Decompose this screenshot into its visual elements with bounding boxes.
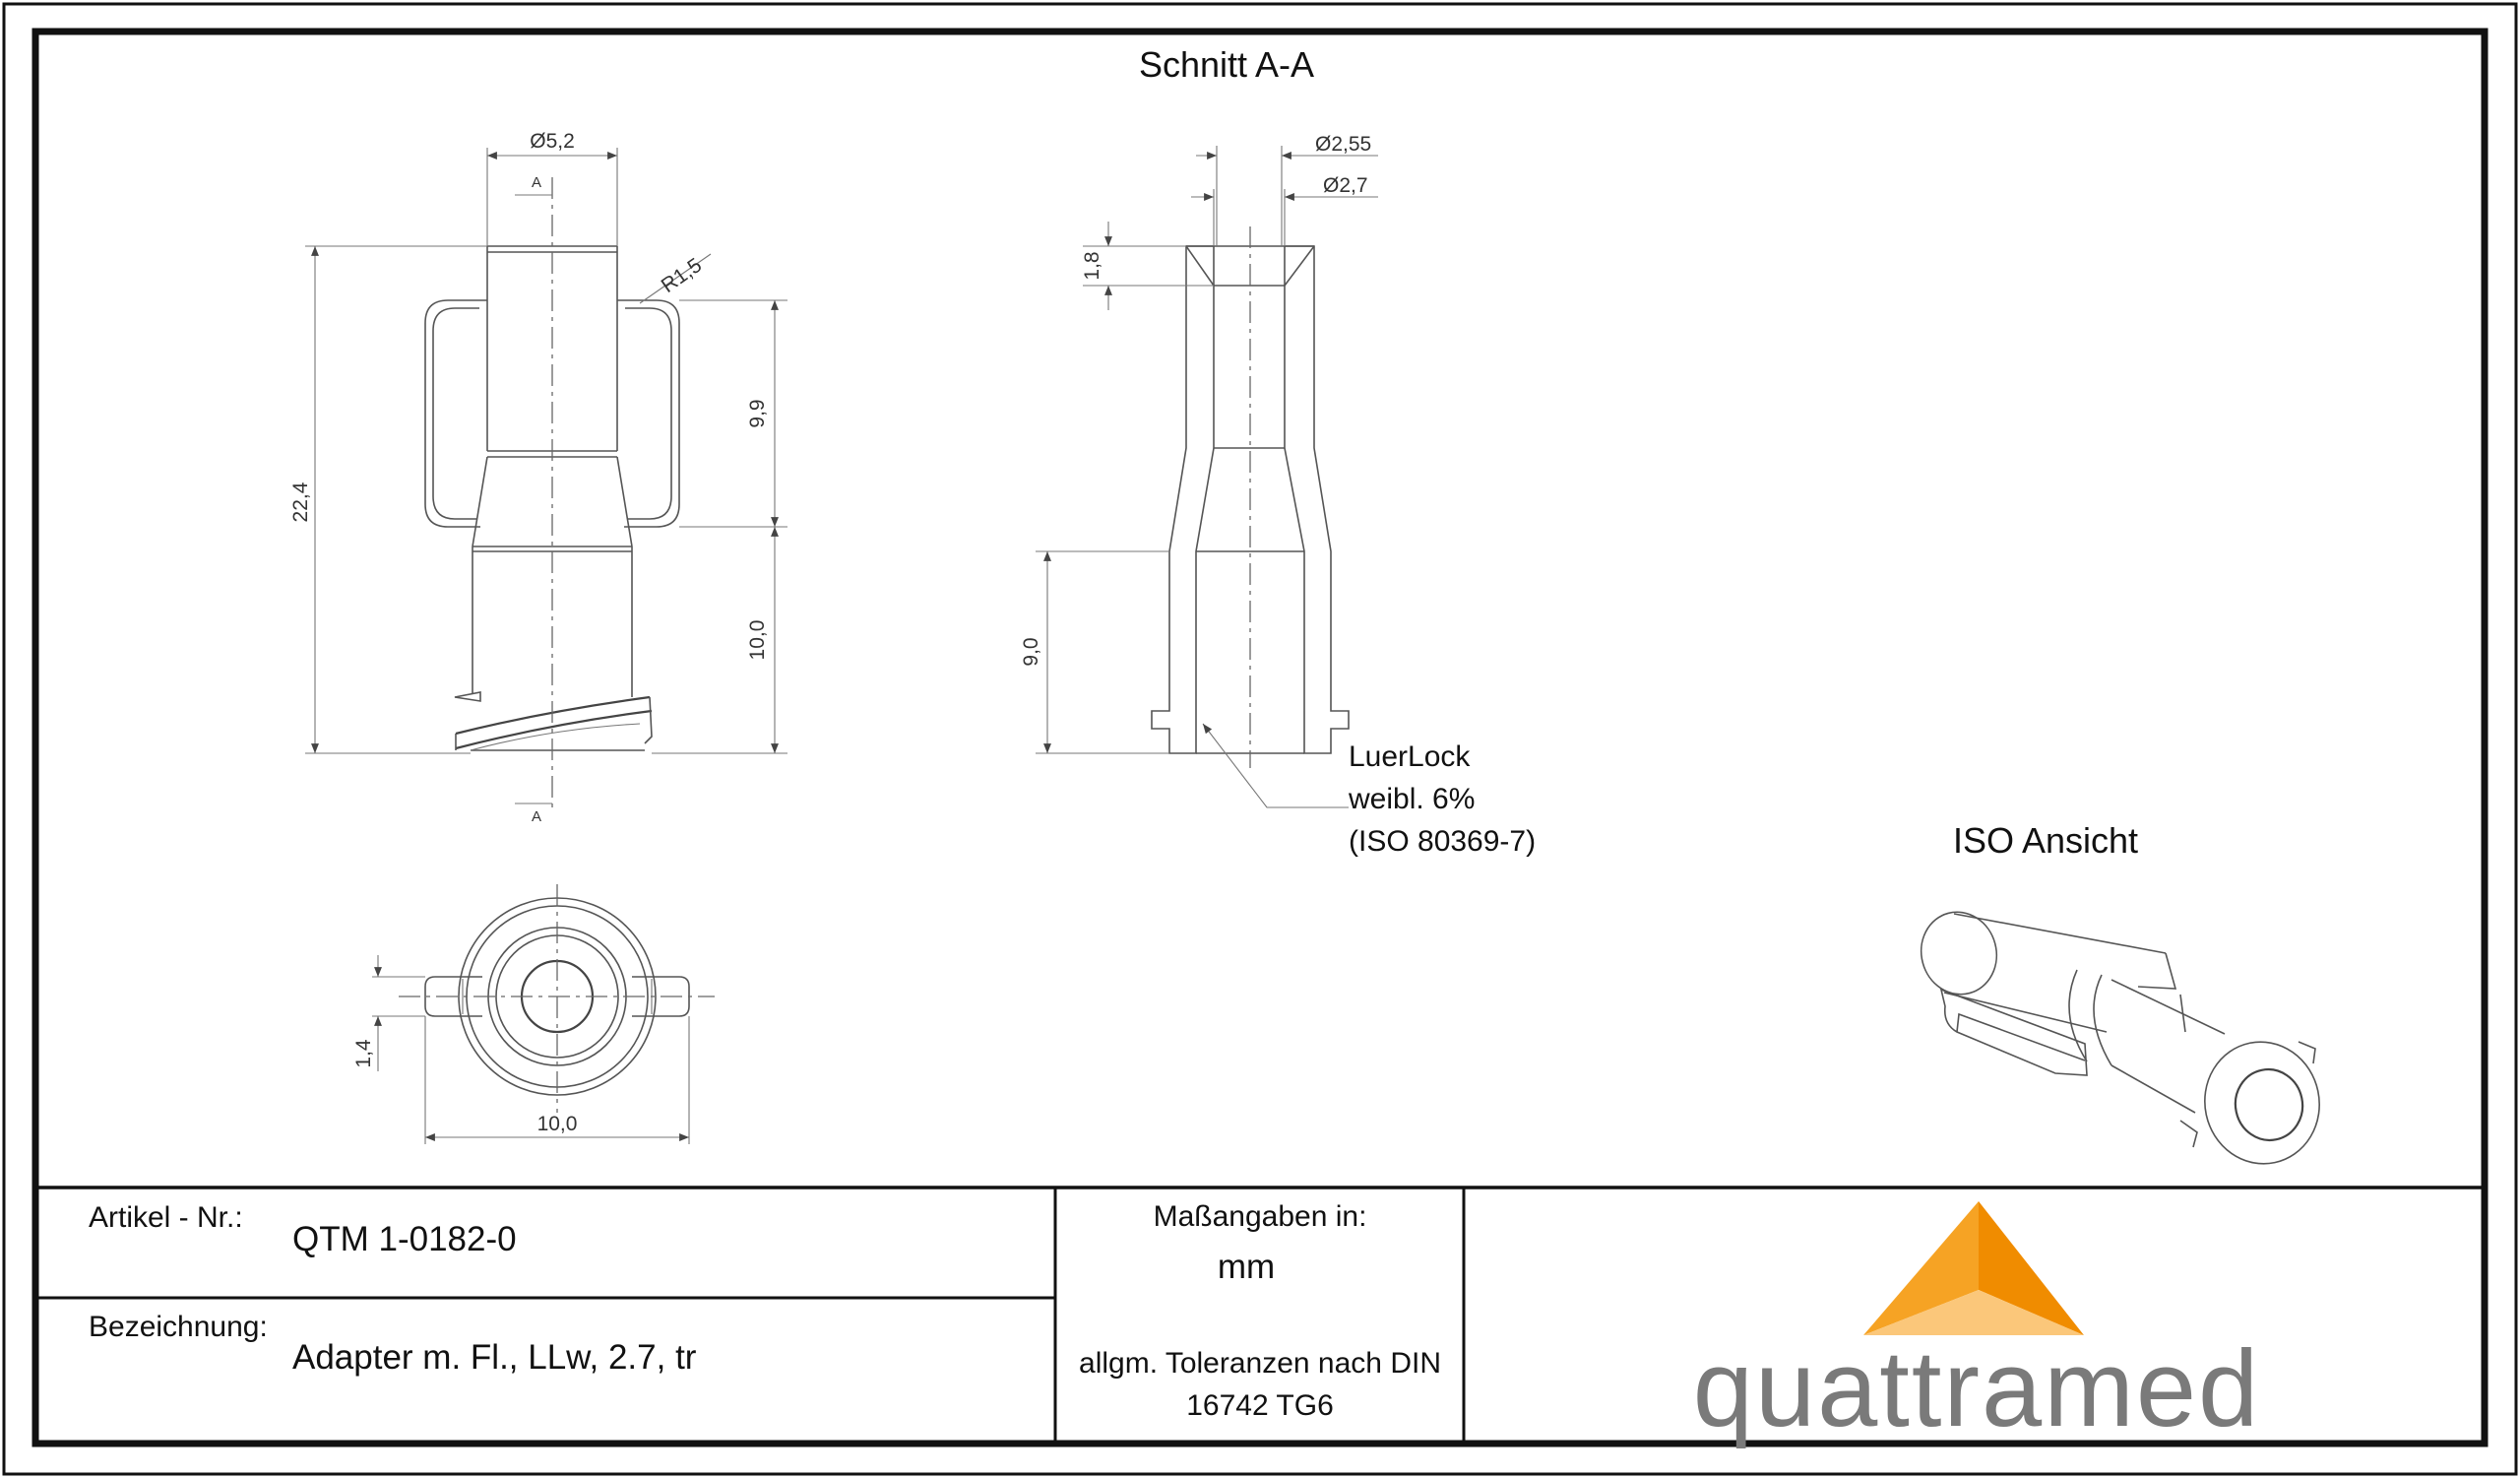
units-label: Maßangaben in: <box>1154 1200 1367 1233</box>
section-view: Ø2,55 Ø2,7 1,8 9,0 LuerLock weibl. 6% (I… <box>1020 133 1536 858</box>
tolerance-line2: 16742 TG6 <box>1186 1389 1334 1422</box>
dim-section-diameter-inner: Ø2,55 <box>1315 133 1371 156</box>
dim-top-width: 10,0 <box>537 1113 578 1135</box>
front-view: A A Ø5,2 R1,5 22,4 9,9 10,0 <box>289 130 788 825</box>
note-luerlock-line2: weibl. 6% <box>1348 783 1475 815</box>
inner-frame <box>32 28 2488 1447</box>
logo-triangle-right <box>1979 1201 2084 1335</box>
dim-front-total-height: 22,4 <box>289 482 312 522</box>
dim-front-radius: R1,5 <box>658 254 707 297</box>
section-title: Schnitt A-A <box>1139 44 1314 85</box>
designation-label: Bezeichnung: <box>89 1311 268 1343</box>
units-value: mm <box>1218 1248 1275 1286</box>
note-luerlock-line1: LuerLock <box>1349 740 1471 773</box>
quattramed-logo: quattramed <box>1693 1201 2260 1449</box>
top-view: 1,4 10,0 <box>352 884 715 1144</box>
dim-front-diameter: Ø5,2 <box>530 130 575 153</box>
article-number-value: QTM 1-0182-0 <box>292 1220 517 1258</box>
designation-value: Adapter m. Fl., LLw, 2.7, tr <box>292 1338 697 1377</box>
dim-section-diameter-outer: Ø2,7 <box>1323 174 1368 197</box>
iso-view-illustration <box>1920 911 2320 1165</box>
dim-front-lower-height: 10,0 <box>746 620 769 661</box>
dim-top-wing-thickness: 1,4 <box>352 1039 375 1068</box>
iso-view-title: ISO Ansicht <box>1953 820 2138 861</box>
section-marker-top: A <box>532 174 541 191</box>
title-block: Artikel - Nr.: QTM 1-0182-0 Bezeichnung:… <box>35 1186 2485 1449</box>
dim-section-bottom: 9,0 <box>1020 637 1042 666</box>
section-marker-bottom: A <box>532 808 541 825</box>
logo-wordmark: quattramed <box>1693 1328 2260 1449</box>
article-number-label: Artikel - Nr.: <box>89 1201 243 1234</box>
dim-section-top: 1,8 <box>1081 251 1103 280</box>
logo-triangle-bottom <box>1863 1290 2084 1335</box>
dim-front-wing-height: 9,9 <box>746 399 769 427</box>
logo-triangle-left <box>1863 1201 1979 1335</box>
note-luerlock-line3: (ISO 80369-7) <box>1349 825 1536 858</box>
tolerance-line1: allgm. Toleranzen nach DIN <box>1079 1347 1441 1380</box>
